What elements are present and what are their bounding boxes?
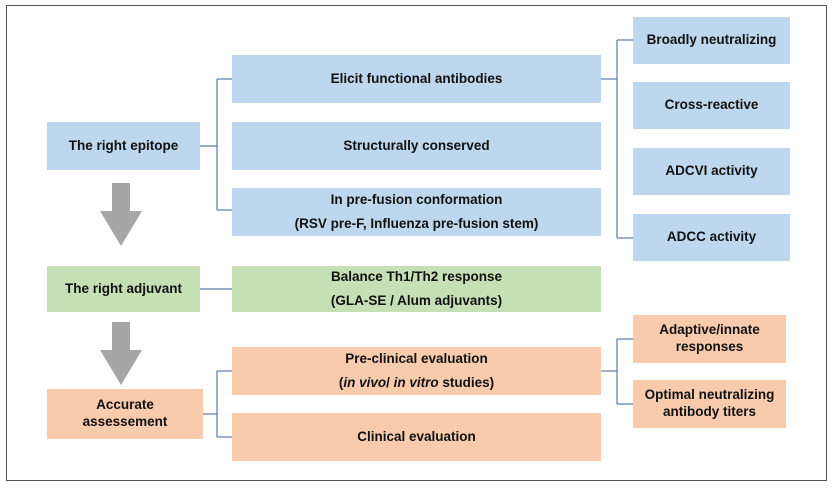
clinical-label: Clinical evaluation [357, 428, 476, 444]
preclinical-box: Pre-clinical evaluation (in vivo/ in vit… [232, 347, 601, 395]
preclinical-sep: / [386, 374, 394, 390]
broadly-neutralizing-label: Broadly neutralizing [646, 32, 777, 48]
adaptive-innate-label-line2: responses [675, 339, 744, 354]
epitope-box: The right epitope [47, 122, 200, 170]
th1-th2-box: Balance Th1/Th2 response (GLA-SE / Alum … [232, 266, 601, 312]
broadly-neutralizing-box: Broadly neutralizing [633, 17, 790, 64]
adjuvant-box: The right adjuvant [47, 266, 200, 312]
th1-th2-label-line2: (GLA-SE / Alum adjuvants) [330, 292, 503, 308]
assessment-label-line1: Accurate [96, 397, 154, 413]
prefusion-box: In pre-fusion conformation (RSV pre-F, I… [232, 188, 601, 236]
preclinical-suffix: studies) [438, 374, 495, 390]
preclinical-label-line1: Pre-clinical evaluation [345, 350, 488, 366]
functional-antibodies-box: Elicit functional antibodies [232, 55, 601, 103]
adjuvant-label: The right adjuvant [64, 280, 182, 296]
down-arrow-1 [100, 183, 142, 246]
down-arrow-2 [100, 322, 142, 385]
prefusion-label-line2: (RSV pre-F, Influenza pre-fusion stem) [294, 215, 539, 231]
adcvi-activity-box: ADCVI activity [633, 148, 790, 195]
preclinical-in-vitro: in vitro [393, 374, 439, 390]
adcc-activity-box: ADCC activity [633, 214, 790, 261]
epitope-label: The right epitope [68, 137, 179, 153]
clinical-box: Clinical evaluation [232, 413, 601, 461]
adcc-activity-label: ADCC activity [666, 229, 757, 245]
neutralizing-titers-box: Optimal neutralizing antibody titers [633, 380, 786, 428]
prefusion-label-line1: In pre-fusion conformation [330, 191, 503, 207]
preclinical-in-vivo: in vivo [343, 374, 387, 390]
assessment-label-line2: assessement [82, 414, 168, 429]
cross-reactive-box: Cross-reactive [633, 82, 790, 129]
assessment-box: Accurate assessement [47, 389, 203, 439]
preclinical-label-line2: (in vivo/ in vitro studies) [338, 374, 495, 390]
functional-antibodies-label: Elicit functional antibodies [330, 70, 503, 86]
cross-reactive-label: Cross-reactive [664, 97, 759, 113]
adcvi-activity-label: ADCVI activity [665, 163, 758, 179]
structurally-conserved-label: Structurally conserved [343, 137, 490, 153]
structurally-conserved-box: Structurally conserved [232, 122, 601, 170]
adaptive-innate-label-line1: Adaptive/innate [659, 322, 760, 338]
adaptive-innate-box: Adaptive/innate responses [633, 315, 786, 363]
neutralizing-titers-label-line1: Optimal neutralizing [644, 387, 775, 403]
neutralizing-titers-label-line2: antibody titers [662, 404, 756, 419]
th1-th2-label-line1: Balance Th1/Th2 response [330, 268, 503, 284]
